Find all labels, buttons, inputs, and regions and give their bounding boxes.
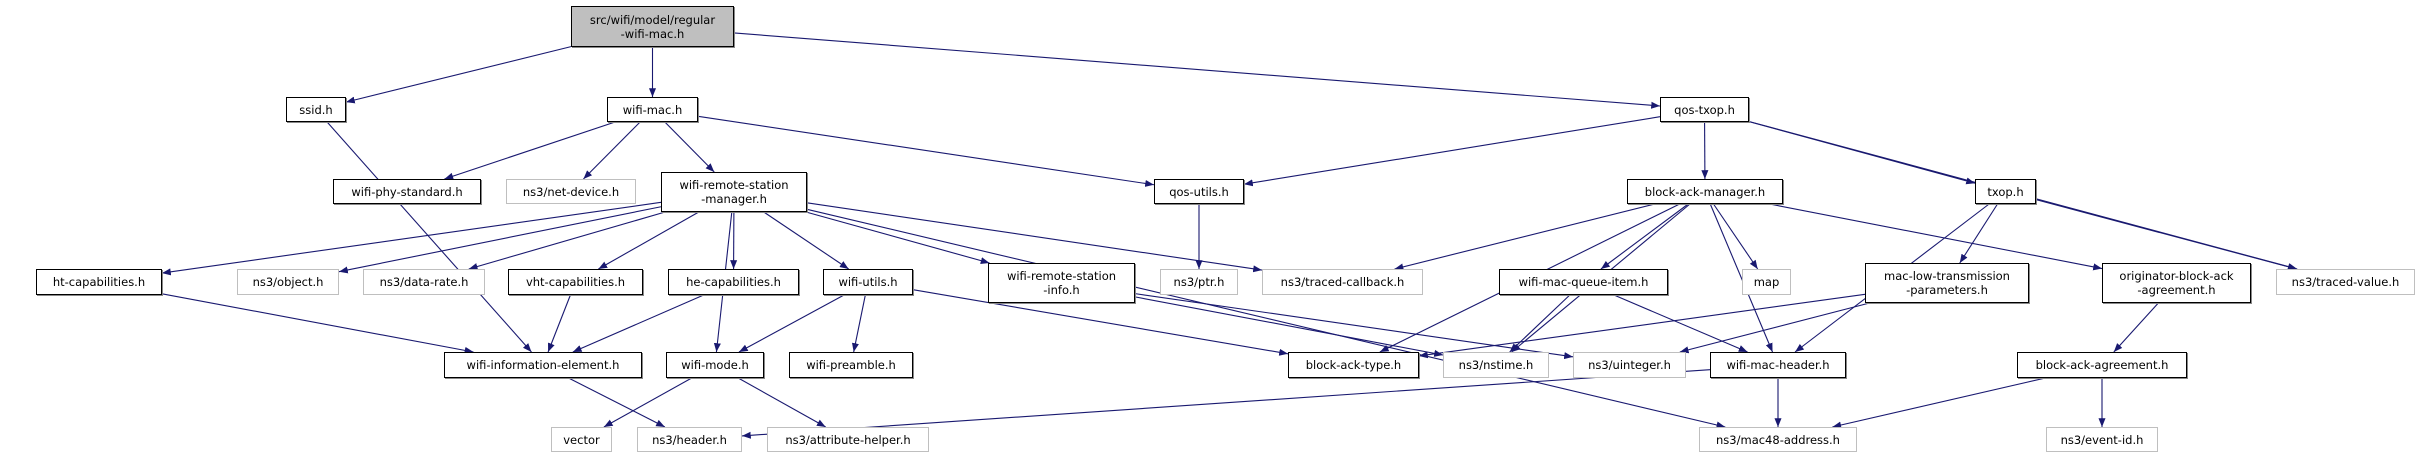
edge-wie-to-header bbox=[568, 377, 666, 428]
node-traced-callback[interactable]: ns3/traced-callback.h bbox=[1262, 269, 1423, 295]
edge-root-to-ssid bbox=[345, 46, 572, 104]
edge-wrsm-to-wrs-info bbox=[805, 211, 990, 265]
edge-wifi-mode-to-vector bbox=[603, 377, 692, 428]
edge-bam-to-oba bbox=[1769, 203, 2103, 271]
node-nstime[interactable]: ns3/nstime.h bbox=[1443, 352, 1549, 378]
edge-oba-to-baa bbox=[2113, 302, 2159, 353]
edge-qos-txop-to-qos-utils bbox=[1243, 116, 1661, 187]
node-wrs-info[interactable]: wifi-remote-station -info.h bbox=[988, 263, 1135, 303]
node-event-id[interactable]: ns3/event-id.h bbox=[2046, 427, 2158, 452]
edge-wifi-utils-to-wifi-mode bbox=[738, 294, 845, 353]
edge-bam-to-map bbox=[1713, 203, 1759, 270]
edge-wifi-mac-to-wrsm bbox=[664, 121, 715, 173]
edge-root-to-qos-txop bbox=[733, 32, 1661, 109]
edge-wrsm-to-data-rate bbox=[468, 211, 666, 270]
node-vht-cap[interactable]: vht-capabilities.h bbox=[508, 269, 643, 295]
node-wmqi[interactable]: wifi-mac-queue-item.h bbox=[1499, 269, 1668, 295]
edge-wrsm-to-mac48 bbox=[806, 208, 1726, 429]
edge-mltp-to-bat bbox=[1418, 293, 1866, 359]
node-wie[interactable]: wifi-information-element.h bbox=[444, 352, 642, 378]
node-wmh[interactable]: wifi-mac-header.h bbox=[1710, 352, 1846, 378]
edge-wifi-mode-to-attribute-helper bbox=[737, 377, 826, 428]
node-header[interactable]: ns3/header.h bbox=[637, 427, 742, 452]
node-wifi-utils[interactable]: wifi-utils.h bbox=[823, 269, 913, 295]
edge-wifi-utils-to-bat bbox=[912, 289, 1289, 356]
node-data-rate[interactable]: ns3/data-rate.h bbox=[363, 269, 485, 295]
node-wifi-mode[interactable]: wifi-mode.h bbox=[666, 352, 764, 378]
node-wifi-preamble[interactable]: wifi-preamble.h bbox=[789, 352, 913, 378]
edge-wmqi-to-nstime bbox=[1509, 294, 1571, 353]
edge-wifi-mac-to-net-device bbox=[583, 121, 641, 180]
edge-wifi-mac-to-qos-utils bbox=[697, 115, 1155, 187]
node-oba[interactable]: originator-block-ack -agreement.h bbox=[2102, 263, 2251, 303]
node-net-device[interactable]: ns3/net-device.h bbox=[506, 179, 636, 204]
node-attribute-helper[interactable]: ns3/attribute-helper.h bbox=[767, 427, 929, 452]
edge-mltp-to-uinteger bbox=[1679, 302, 1870, 354]
node-qos-txop[interactable]: qos-txop.h bbox=[1660, 97, 1749, 122]
edge-he-cap-to-wie bbox=[572, 294, 704, 353]
node-object[interactable]: ns3/object.h bbox=[237, 269, 339, 295]
node-vector[interactable]: vector bbox=[551, 427, 612, 452]
edge-wrsm-to-vht-cap bbox=[598, 211, 700, 270]
node-traced-value[interactable]: ns3/traced-value.h bbox=[2276, 269, 2415, 295]
edge-wmh-to-header bbox=[741, 369, 1711, 439]
edge-wmqi-to-wmh bbox=[1613, 294, 1748, 353]
node-mltp[interactable]: mac-low-transmission -parameters.h bbox=[1865, 263, 2029, 303]
edge-ssid-to-wie bbox=[326, 121, 532, 353]
edge-wrsm-to-ht-cap bbox=[161, 201, 662, 276]
node-ht-cap[interactable]: ht-capabilities.h bbox=[36, 269, 162, 295]
edge-wrs-info-to-nstime bbox=[1134, 296, 1444, 357]
node-wifi-phy-standard[interactable]: wifi-phy-standard.h bbox=[333, 179, 481, 204]
edge-bam-to-traced-callback bbox=[1394, 203, 1656, 271]
edge-baa-to-mac48 bbox=[1832, 377, 2046, 429]
node-ptr[interactable]: ns3/ptr.h bbox=[1160, 269, 1238, 295]
node-uinteger[interactable]: ns3/uinteger.h bbox=[1573, 352, 1686, 378]
node-mac48[interactable]: ns3/mac48-address.h bbox=[1699, 427, 1857, 452]
edge-wifi-mac-to-wifi-phy-standard bbox=[444, 121, 616, 180]
node-ssid[interactable]: ssid.h bbox=[286, 97, 346, 122]
edge-wrsm-to-traced-callback bbox=[806, 202, 1263, 273]
edge-txop-to-traced-value bbox=[2035, 199, 2297, 271]
node-baa[interactable]: block-ack-agreement.h bbox=[2017, 352, 2187, 378]
node-map[interactable]: map bbox=[1742, 269, 1791, 295]
edge-wrsm-to-object bbox=[338, 206, 662, 274]
edge-wrs-info-to-uinteger bbox=[1134, 293, 1574, 360]
node-bam[interactable]: block-ack-manager.h bbox=[1627, 179, 1783, 204]
edge-wifi-utils-to-wifi-preamble bbox=[851, 294, 866, 353]
edge-vht-cap-to-wie bbox=[547, 294, 571, 353]
node-bat[interactable]: block-ack-type.h bbox=[1288, 352, 1419, 378]
node-txop[interactable]: txop.h bbox=[1975, 179, 2036, 204]
node-wifi-mac[interactable]: wifi-mac.h bbox=[607, 97, 698, 122]
node-wrsm[interactable]: wifi-remote-station -manager.h bbox=[661, 172, 807, 212]
edge-wrsm-to-wifi-utils bbox=[763, 211, 849, 270]
node-root[interactable]: src/wifi/model/regular -wifi-mac.h bbox=[571, 6, 734, 47]
node-qos-utils[interactable]: qos-utils.h bbox=[1154, 179, 1244, 204]
edge-ht-cap-to-wie bbox=[161, 293, 474, 354]
node-he-cap[interactable]: he-capabilities.h bbox=[668, 269, 799, 295]
edge-txop-to-mltp bbox=[1959, 203, 1998, 264]
edge-bam-to-wmqi bbox=[1600, 203, 1689, 270]
edge-bam-to-wmh bbox=[1709, 203, 1774, 353]
